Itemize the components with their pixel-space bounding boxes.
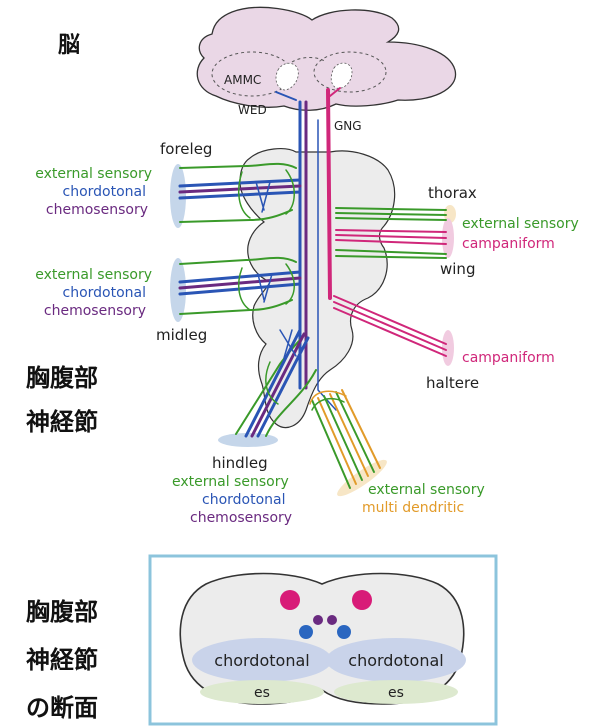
hindleg-chemosensory: chemosensory [190,510,292,526]
foreleg-chordotonal: chordotonal [63,184,147,200]
foreleg-chemosensory: chemosensory [46,202,148,218]
section-chordotonal-left: chordotonal [214,651,309,670]
abdominal-multi-dendritic: multi dendritic [362,500,464,516]
gng-label: GNG [334,119,362,133]
midleg-external-sensory: external sensory [35,267,152,283]
section-label-line1: 胸腹部 [26,598,98,626]
hindleg-external-sensory: external sensory [172,474,289,490]
midleg-organ [170,258,186,322]
hindleg-chordotonal: chordotonal [202,492,286,508]
midleg-chordotonal: chordotonal [63,285,147,301]
haltere-campaniform: campaniform [462,350,555,366]
section-label-line2: 神経節 [26,646,98,674]
foreleg-label: foreleg [160,140,212,158]
vnc-label-line1: 胸腹部 [26,364,98,392]
cross-section [180,574,466,705]
ammc-label: AMMC [224,73,261,87]
wing-campaniform: campaniform [462,236,555,252]
midleg-label: midleg [156,326,207,344]
thorax-label: thorax [428,184,477,202]
hindleg-label: hindleg [212,454,268,472]
foreleg-external-sensory: external sensory [35,166,152,182]
chemosensory-dot-left [313,615,323,625]
wed-label: WED [238,103,267,117]
brain-label: 脳 [58,33,80,58]
wing-label: wing [440,260,475,278]
section-chordotonal-right: chordotonal [348,651,443,670]
midleg-chemosensory: chemosensory [44,303,146,319]
haltere-label: haltere [426,374,479,392]
section-label-line3: の断面 [26,694,98,722]
campaniform-dot-left [280,590,300,610]
chordotonal-dot-right [337,625,351,639]
thorax-external-sensory: external sensory [462,216,579,232]
section-es-left: es [254,685,270,701]
campaniform-dot-right [352,590,372,610]
vnc-label-line2: 神経節 [26,408,98,436]
foreleg-organ [170,164,186,228]
chemosensory-dot-right [327,615,337,625]
abdominal-external-sensory: external sensory [368,482,485,498]
chordotonal-dot-left [299,625,313,639]
section-es-right: es [388,685,404,701]
